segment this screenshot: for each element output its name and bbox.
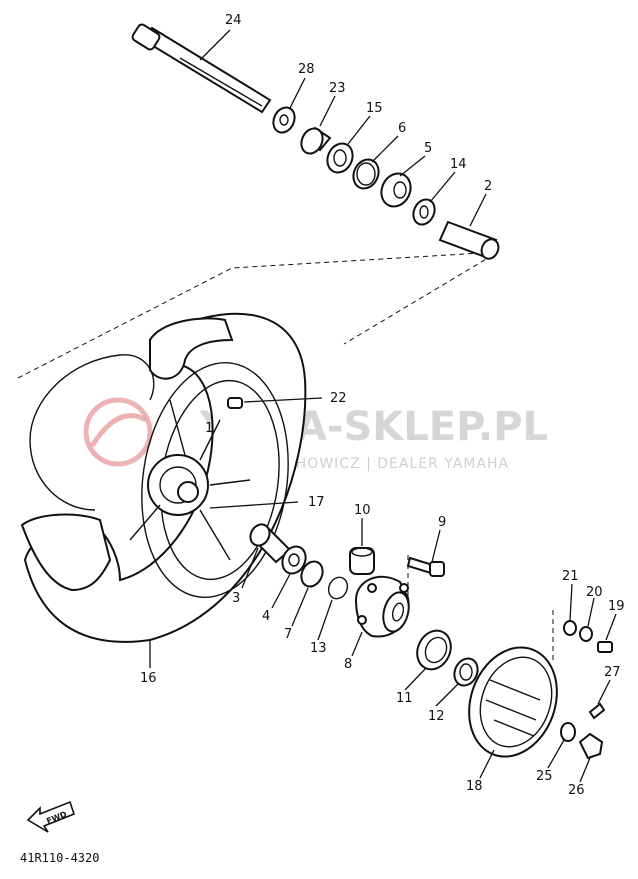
oil-seal-15	[326, 142, 354, 174]
bearing-4	[281, 545, 307, 575]
nut-20	[579, 626, 593, 642]
hub-8	[354, 575, 410, 638]
bolt-19	[597, 641, 613, 653]
spacer-14	[412, 198, 436, 226]
part-label-26: 26	[568, 783, 585, 798]
nut-26	[578, 732, 604, 760]
part-label-21: 21	[562, 569, 579, 584]
part-label-7: 7	[284, 627, 292, 642]
part-label-13: 13	[310, 641, 327, 656]
part-label-23: 23	[329, 81, 346, 96]
damper-10	[349, 547, 375, 575]
seal-12	[453, 657, 479, 687]
watermark-logo-icon	[83, 397, 153, 467]
watermark-logo-swoosh-icon	[89, 413, 148, 448]
part-label-11: 11	[396, 691, 413, 706]
part-label-3: 3	[232, 591, 240, 606]
bearing-11	[416, 629, 452, 671]
axle-part	[131, 23, 272, 114]
part-label-28: 28	[298, 62, 315, 77]
watermark: YAMA-SKLEP.PL CHOWICZ | DEALER YAMAHA	[83, 397, 548, 472]
washer-25	[560, 722, 576, 742]
part-label-16: 16	[140, 671, 157, 686]
part-label-10: 10	[354, 503, 371, 518]
o-ring-13	[327, 576, 349, 600]
brake-cover-18	[468, 646, 558, 758]
part-label-8: 8	[344, 657, 352, 672]
part-label-9: 9	[438, 515, 446, 530]
part-label-17: 17	[308, 495, 325, 510]
part-label-6: 6	[398, 121, 406, 136]
circlip-7	[300, 560, 324, 588]
cotter-pin-27	[588, 702, 606, 720]
spacer-2	[438, 220, 500, 260]
circlip-6	[352, 158, 380, 190]
part-label-15: 15	[366, 101, 383, 116]
watermark-subtitle: CHOWICZ | DEALER YAMAHA	[285, 456, 509, 472]
part-label-4: 4	[262, 609, 270, 624]
bearing-5	[380, 172, 412, 208]
part-label-12: 12	[428, 709, 445, 724]
collar-23	[300, 126, 332, 155]
diagram-code: 41R110-4320	[20, 851, 99, 865]
bolt-9	[406, 556, 445, 577]
fwd-arrow-icon	[26, 800, 75, 833]
leader-lines	[149, 29, 617, 783]
part-label-27: 27	[604, 665, 621, 680]
guide-lines	[17, 251, 554, 660]
part-label-25: 25	[536, 769, 553, 784]
part-label-19: 19	[608, 599, 625, 614]
part-label-14: 14	[450, 157, 467, 172]
washer-21	[563, 620, 577, 636]
part-label-18: 18	[466, 779, 483, 794]
washer-28	[272, 106, 296, 134]
part-label-1: 1	[205, 421, 213, 436]
part-label-5: 5	[424, 141, 432, 156]
part-label-2: 2	[484, 179, 492, 194]
part-label-24: 24	[225, 13, 242, 28]
forward-arrow: FWD	[26, 800, 75, 833]
wheel-assembly	[20, 312, 307, 643]
part-label-22: 22	[330, 391, 347, 406]
part-label-20: 20	[586, 585, 603, 600]
part-labels: 24 28 23 15 6 5 14 2 22 1 17 10 9 3 4 7 …	[140, 13, 625, 798]
